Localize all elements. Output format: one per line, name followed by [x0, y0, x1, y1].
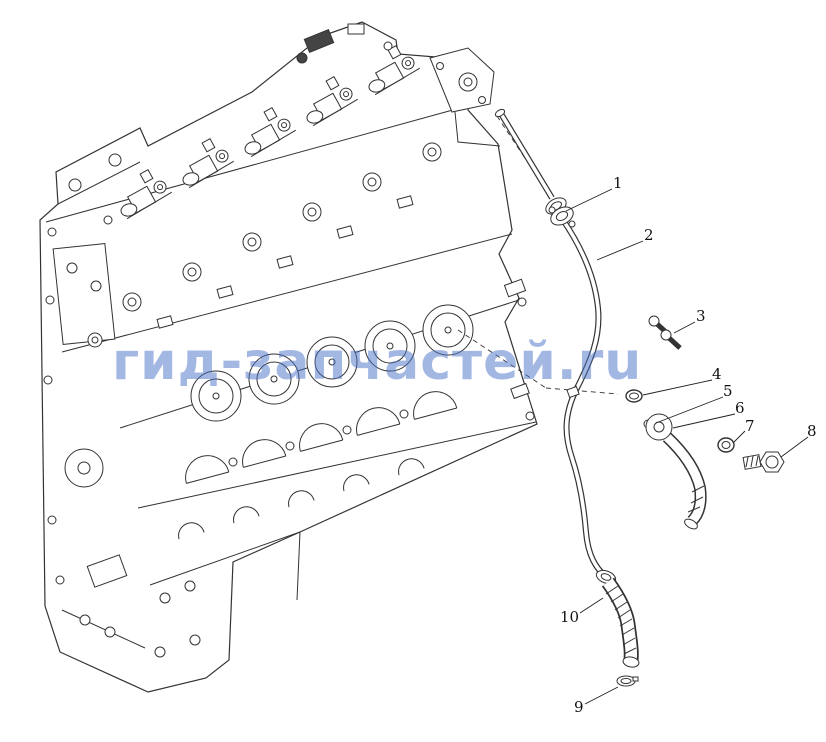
part-6-banjo-hose [645, 413, 707, 530]
callout-label-1: 1 [613, 174, 623, 192]
head-ports-row [122, 142, 442, 329]
callout-label-8: 8 [807, 422, 817, 440]
part-2-steel-pipe [548, 206, 617, 585]
engine-top-details [296, 23, 393, 64]
callout-label-3: 3 [696, 307, 706, 325]
engine-line-art [39, 21, 538, 693]
bearing-arches [175, 386, 458, 540]
part-8-plug [742, 451, 785, 473]
part-7-o-ring [717, 437, 735, 453]
pipe-mount-fitting [429, 47, 535, 421]
callout-label-6: 6 [735, 399, 745, 417]
part-4-o-ring [625, 389, 643, 403]
part-9-clamp [616, 675, 639, 687]
callout-label-2: 2 [644, 226, 654, 244]
engine-front-face [43, 153, 141, 585]
callout-label-7: 7 [745, 417, 755, 435]
callout-label-10: 10 [560, 608, 580, 626]
leader-lines [565, 188, 809, 705]
part-10-rubber-hose [601, 577, 640, 668]
callout-label-9: 9 [574, 698, 584, 716]
part-3-bolts [648, 315, 682, 350]
callout-label-4: 4 [712, 365, 722, 383]
callout-label-5: 5 [723, 382, 733, 400]
mounting-foot [61, 554, 201, 658]
